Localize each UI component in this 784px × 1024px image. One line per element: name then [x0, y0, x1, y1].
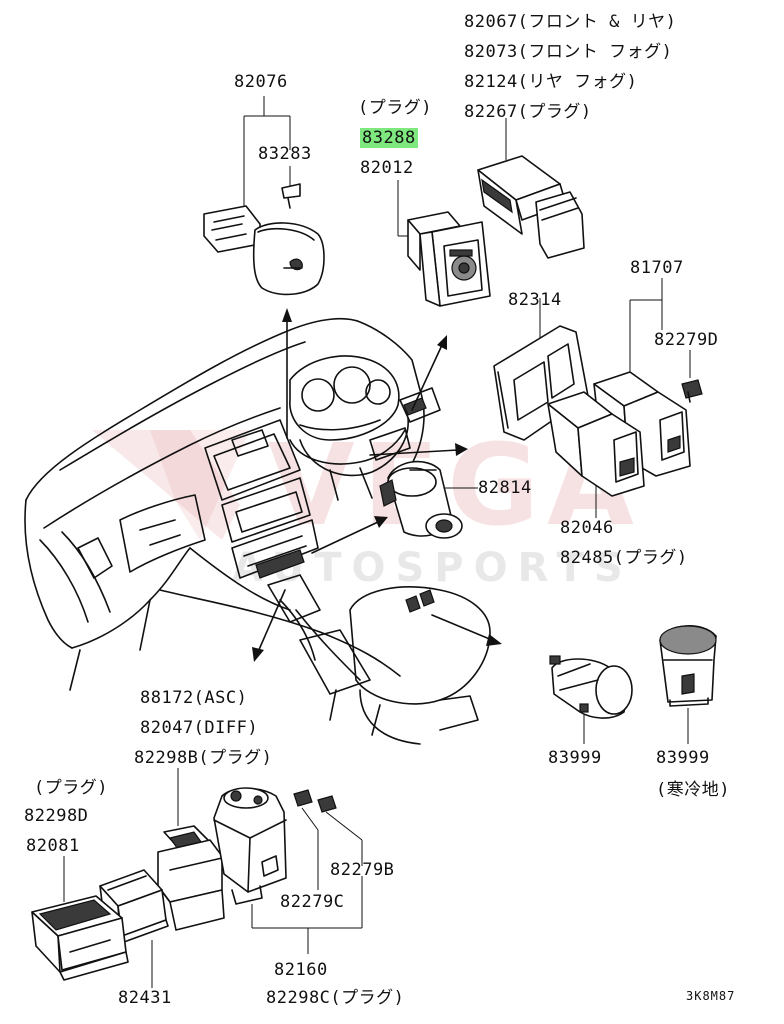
highlighted-part-number: 83288 — [360, 128, 418, 148]
label-82279C: 82279C — [280, 892, 345, 912]
label-82073: 82073(フロント フォグ) — [464, 42, 673, 62]
dashboard-illustration — [24, 317, 491, 745]
label-plug-top: (プラグ) — [358, 98, 432, 118]
switch-82160 — [213, 787, 287, 905]
socket-83999-b — [659, 625, 717, 707]
label-82485: 82485(プラグ) — [560, 548, 688, 568]
label-83999-b: 83999 — [656, 748, 710, 768]
diagram-code: 3K8M87 — [686, 989, 736, 1003]
label-82298C: 82298C(プラグ) — [266, 988, 405, 1008]
screw-83283 — [281, 183, 301, 209]
label-82314: 82314 — [508, 290, 562, 310]
label-82298B: 82298B(プラグ) — [134, 748, 273, 768]
clip-82279B — [317, 795, 337, 813]
label-82431: 82431 — [118, 988, 172, 1008]
socket-82814 — [379, 460, 463, 539]
label-82267: 82267(プラグ) — [464, 102, 592, 122]
switch-82076 — [203, 205, 325, 296]
label-plug-left: (プラグ) — [34, 778, 108, 798]
label-82814: 82814 — [478, 478, 532, 498]
label-82279D: 82279D — [654, 330, 719, 350]
leader-lines — [63, 96, 691, 988]
label-82047: 82047(DIFF) — [140, 718, 259, 738]
switch-82067 — [477, 155, 585, 259]
label-83283: 83283 — [258, 144, 312, 164]
label-82046: 82046 — [560, 518, 614, 538]
label-81707: 81707 — [630, 258, 684, 278]
label-83999-a: 83999 — [548, 748, 602, 768]
label-83288: 83288 — [360, 128, 418, 148]
callout-arrows — [252, 308, 502, 662]
label-82160: 82160 — [274, 960, 328, 980]
label-82067: 82067(フロント & リヤ) — [464, 12, 677, 32]
label-83999-b-note: (寒冷地) — [656, 780, 730, 800]
clip-82279D — [681, 379, 703, 403]
switch-88172 — [157, 825, 225, 931]
label-88172: 88172(ASC) — [140, 688, 248, 708]
socket-83999-a — [549, 655, 633, 719]
label-82012: 82012 — [360, 158, 414, 178]
label-82076: 82076 — [234, 72, 288, 92]
switch-81707 — [547, 371, 691, 497]
clip-82279C — [293, 789, 313, 807]
label-82279B: 82279B — [330, 860, 395, 880]
label-82124: 82124(リヤ フォグ) — [464, 72, 638, 92]
switch-82081 — [31, 895, 129, 981]
switch-82012 — [407, 211, 491, 307]
label-82298D: 82298D — [24, 806, 89, 826]
label-82081: 82081 — [26, 836, 80, 856]
